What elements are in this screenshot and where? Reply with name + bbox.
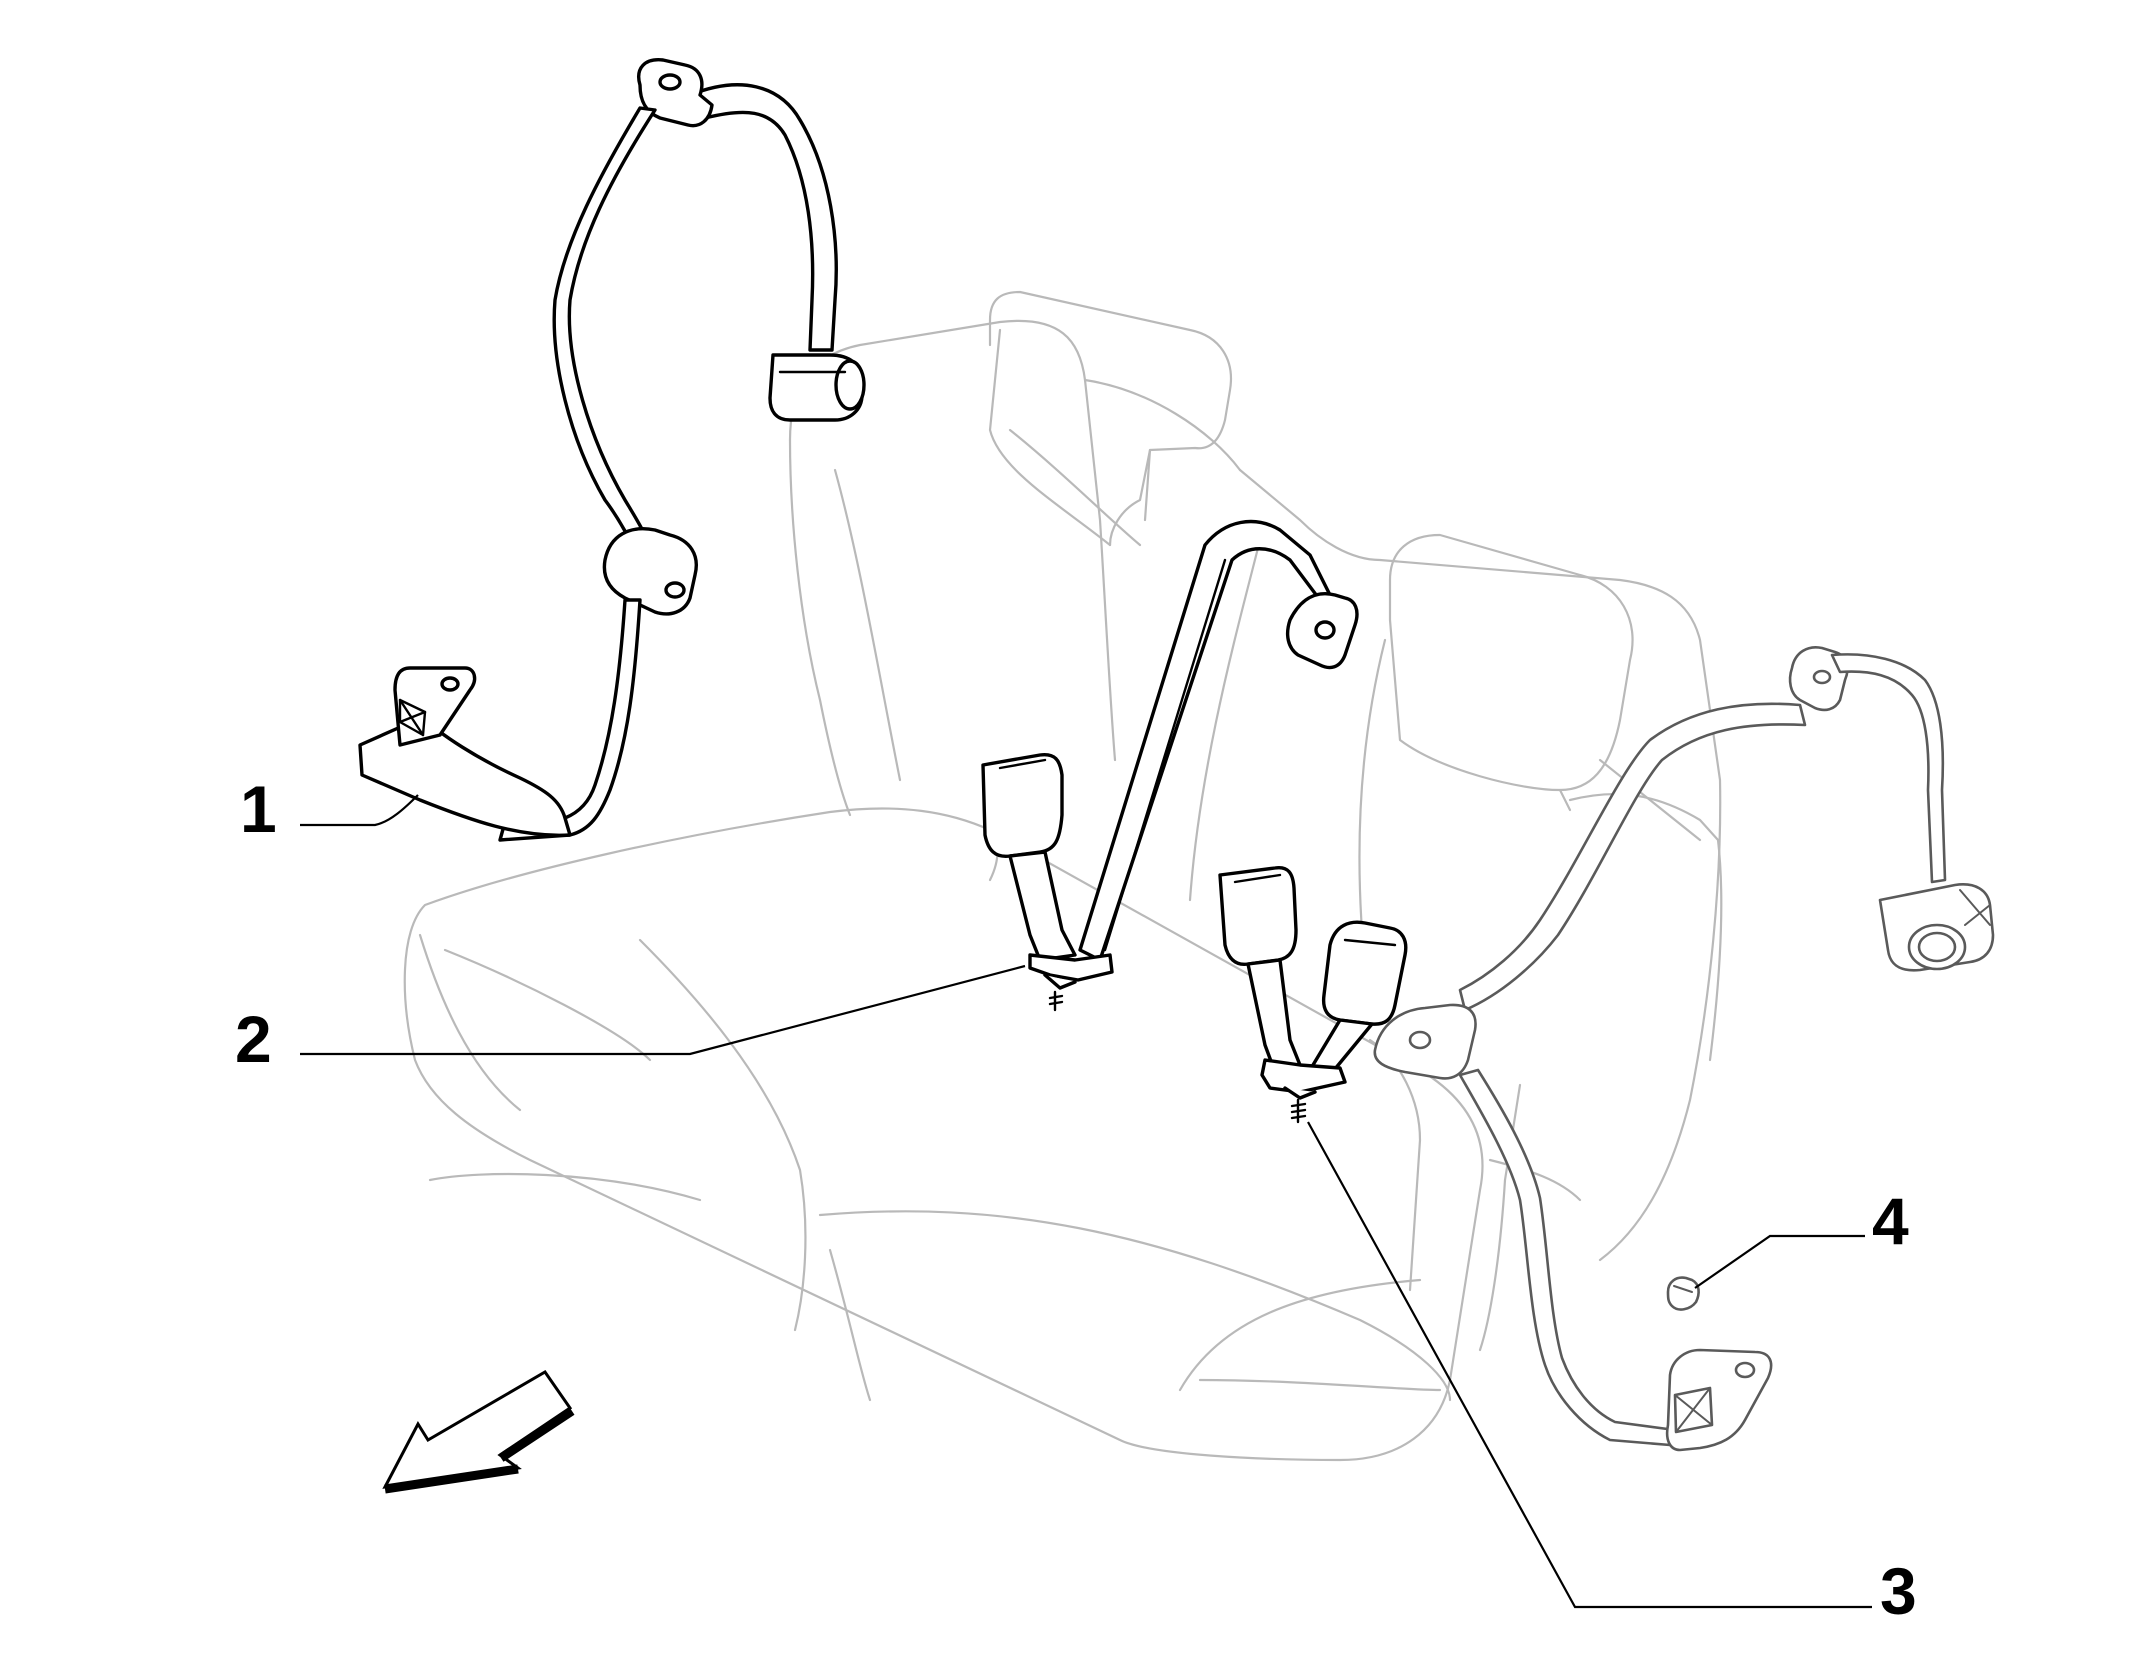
leader-1 bbox=[300, 794, 419, 827]
forward-direction-arrow-icon bbox=[382, 1370, 575, 1494]
seat-belt-double-buckle-assembly bbox=[1218, 865, 1408, 1124]
seat-belt-centre-assembly bbox=[981, 519, 1359, 1012]
leader-3 bbox=[1307, 1121, 1872, 1609]
seat-belt-right-assembly bbox=[1373, 646, 1995, 1452]
leader-2 bbox=[300, 964, 1026, 1056]
callout-1: 1 bbox=[240, 772, 277, 846]
callout-4: 4 bbox=[1872, 1184, 1909, 1258]
leader-4 bbox=[1694, 1234, 1865, 1289]
callout-leaders bbox=[300, 794, 1872, 1609]
callout-labels: 1 2 3 4 bbox=[235, 772, 1917, 1628]
part-4-cap-icon bbox=[1666, 1276, 1700, 1311]
callout-3: 3 bbox=[1880, 1554, 1917, 1628]
seat-belt-left-assembly bbox=[358, 58, 866, 842]
callout-2: 2 bbox=[235, 1002, 272, 1076]
